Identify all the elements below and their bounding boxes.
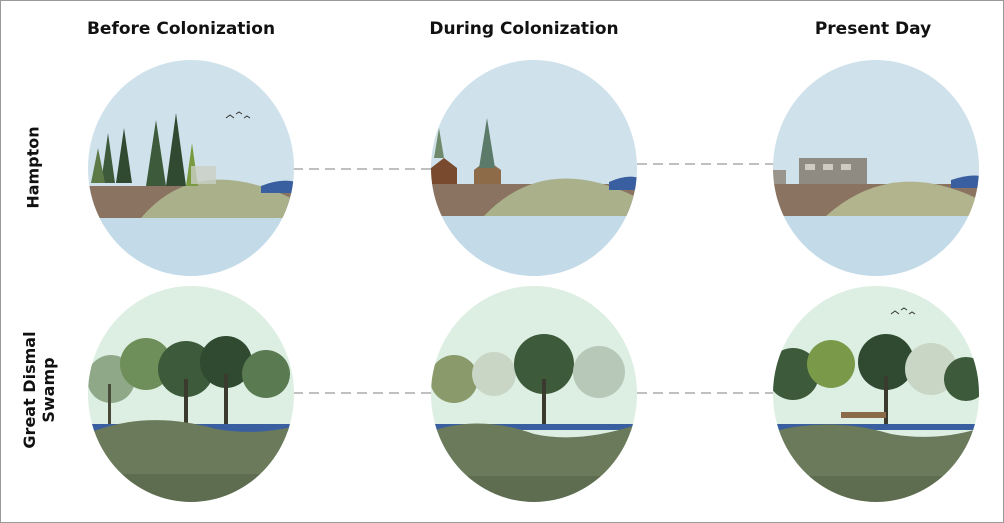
scene-hampton-before bbox=[88, 60, 294, 276]
scene-swamp-before bbox=[88, 286, 294, 502]
scene-hampton-during bbox=[431, 60, 637, 276]
column-title-present: Present Day bbox=[814, 19, 932, 39]
scene-swamp-during bbox=[431, 286, 637, 502]
column-title-during: During Colonization bbox=[429, 19, 619, 39]
column-title-before: Before Colonization bbox=[86, 19, 276, 39]
trees-swamp-during bbox=[431, 334, 625, 429]
scene-hampton-present bbox=[773, 60, 979, 276]
trees-swamp-before bbox=[88, 336, 290, 429]
trees-before bbox=[91, 113, 198, 186]
building bbox=[799, 158, 867, 184]
boardwalk bbox=[841, 412, 886, 418]
scene-swamp-present bbox=[773, 286, 979, 502]
trees-swamp-present bbox=[773, 334, 979, 428]
